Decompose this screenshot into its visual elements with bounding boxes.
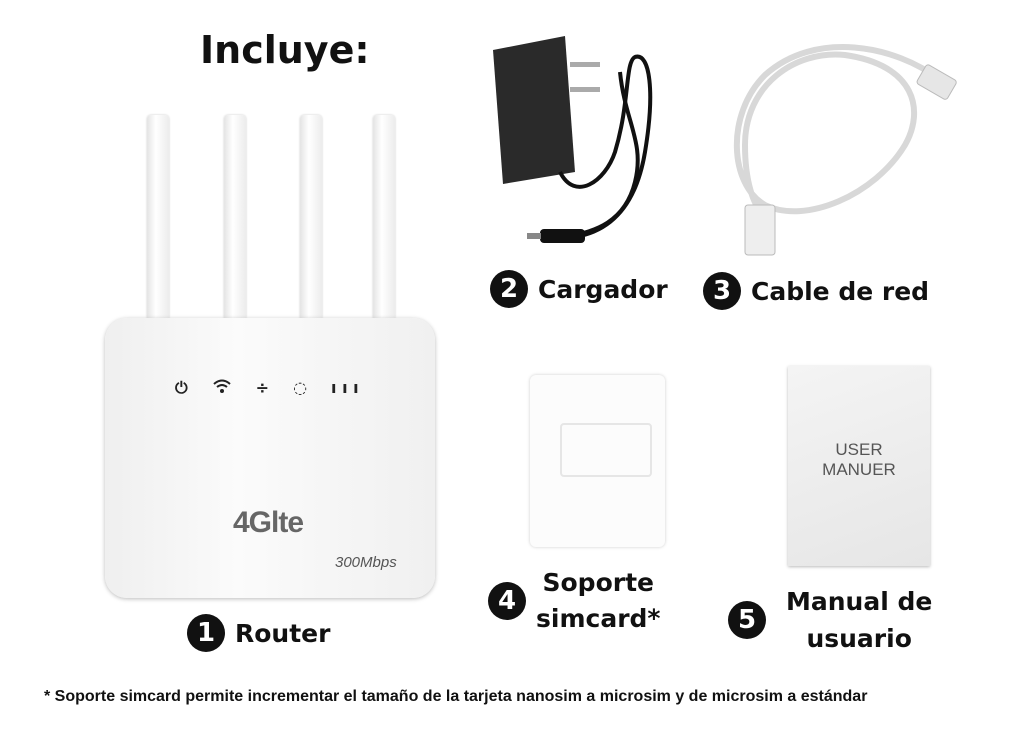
number-badge: 2 — [490, 270, 528, 308]
number-badge: 1 — [187, 614, 225, 652]
charger-image — [493, 36, 653, 243]
wifi-icon — [212, 378, 232, 398]
antenna — [224, 115, 246, 320]
heading: Incluye: — [200, 28, 370, 72]
router-body: ⏻ ÷ ◌ ı ı ı 4Glte 300Mbps — [105, 318, 435, 598]
caption-label: Soporte simcard* — [536, 565, 661, 637]
caption-line: usuario — [806, 624, 912, 653]
caption-line: simcard* — [536, 604, 661, 633]
caption-sim: 4 Soporte simcard* — [488, 565, 661, 637]
caption-cable: 3 Cable de red — [703, 272, 929, 310]
lan-icon: ÷ — [255, 378, 270, 397]
caption-label: Manual de usuario — [786, 583, 932, 657]
simcard-holder-image — [530, 375, 665, 547]
router-brand: 4Glte — [233, 506, 304, 539]
caption-manual: 5 Manual de usuario — [728, 583, 932, 657]
antenna — [373, 115, 395, 320]
number-badge: 5 — [728, 601, 766, 639]
caption-line: Manual de — [786, 587, 933, 616]
power-icon: ⏻ — [175, 378, 188, 397]
user-manual-image: USER MANUER — [788, 366, 930, 566]
number-badge: 3 — [703, 272, 741, 310]
number-badge: 4 — [488, 582, 526, 620]
signal-icon: ı ı ı — [331, 378, 359, 397]
manual-cover-text: USER MANUER — [788, 440, 930, 480]
internet-icon: ◌ — [293, 378, 308, 397]
antenna — [147, 115, 169, 320]
caption-charger: 2 Cargador — [490, 270, 668, 308]
sim-slot — [560, 423, 652, 477]
manual-line: MANUER — [822, 460, 896, 479]
caption-label: Cargador — [538, 274, 668, 304]
footnote: * Soporte simcard permite incrementar el… — [44, 688, 868, 705]
caption-label: Router — [235, 618, 331, 648]
router-leds: ⏻ ÷ ◌ ı ı ı — [175, 378, 359, 398]
antenna — [300, 115, 322, 320]
manual-line: USER — [835, 440, 883, 459]
caption-line: Soporte — [542, 568, 655, 597]
network-cable-image — [733, 44, 957, 256]
caption-router: 1 Router — [187, 614, 330, 652]
caption-label: Cable de red — [751, 276, 930, 306]
router-speed: 300Mbps — [335, 554, 397, 571]
